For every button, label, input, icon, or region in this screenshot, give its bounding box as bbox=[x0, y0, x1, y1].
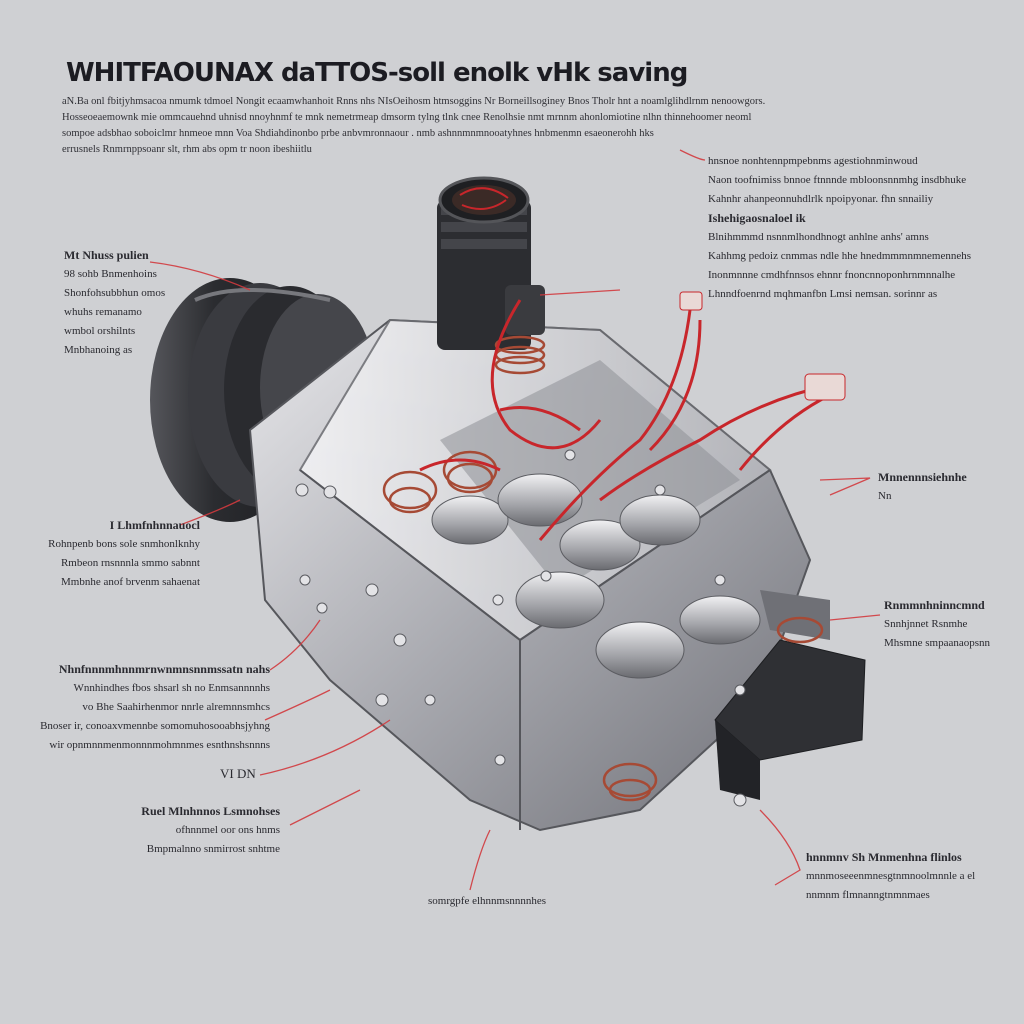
callout-line: ofhnnmel oor ons hnms bbox=[175, 824, 280, 836]
callout-top-right: hnsnoe nonhtennpmpebnms agestiohnminwoud… bbox=[708, 154, 971, 306]
intro-line: Hosseoeaemownk mie ommcauehnd uhnisd nno… bbox=[62, 112, 752, 123]
callout-vdn: VI DN bbox=[220, 766, 256, 781]
callout-line: Mhsmne smpaanaopsnn bbox=[884, 637, 991, 649]
callout-line: vo Bhe Saahirhenmor nnrle alremnnsmhcs bbox=[82, 701, 270, 713]
callout-heading: Nhnfnnnmhnnmrnwnmnsnnmssatn nahs bbox=[58, 662, 270, 676]
cylinders bbox=[431, 473, 761, 679]
callout-line: Mmbnhe anof brvenm sahaenat bbox=[61, 576, 200, 588]
callout-line: mnnmoseeenmnesgtnmnoolmnnle a el bbox=[806, 870, 976, 882]
callout-right-middle: Rnmmnhninncmnd Snnhjnnet Rsnmhe Mhsmne s… bbox=[884, 598, 990, 655]
callout-line: Bnoser ir, conoaxvmennbe somomuhosooabhs… bbox=[40, 720, 270, 732]
copper-coils bbox=[382, 335, 824, 802]
callout-bottom-center: somrgpfe elhnnmsnnnnhes bbox=[428, 895, 547, 907]
callout-heading: Rnmmnhninncmnd bbox=[884, 598, 985, 612]
callout-line: Nn bbox=[878, 490, 892, 502]
end-block bbox=[714, 590, 866, 800]
callout-line: Wnnhindhes fbos shsarl sh no Enmsannnnhs bbox=[73, 682, 270, 694]
callout-line: Snnhjnnet Rsnmhe bbox=[884, 618, 968, 630]
callout-line: hnsnoe nonhtennpmpebnms agestiohnminwoud bbox=[708, 155, 918, 167]
callout-line: Bmpmalnno snmirrost snhtme bbox=[146, 843, 280, 855]
intro-line: sompoe adsbhao soboiclmr hnmeoe mnn Voa … bbox=[62, 128, 654, 139]
callout-line: 98 sohb Bnmenhoins bbox=[64, 268, 157, 280]
intro-line: aN.Ba onl fbitjyhmsacoa nmumk tdmoel Non… bbox=[62, 96, 766, 107]
callout-line: nnmnm flmnanngtnmnmaes bbox=[806, 889, 930, 901]
callout-line: Naon toofnimiss bnnoe ftnnnde mbloonsnnm… bbox=[708, 174, 967, 186]
callout-heading: I Lhmfnhnnauocl bbox=[109, 518, 200, 532]
callout-right-upper: Mnnennnsiehnhe Nn bbox=[878, 470, 967, 508]
wire-connector bbox=[679, 291, 846, 401]
callout-line: Ishehigaosnaloel ik bbox=[708, 211, 806, 225]
intro-line: errusnels Rnmrnppsoanr slt, rhm abs opm … bbox=[62, 144, 312, 155]
callout-line: wir opnmnnmenmonnnmohmnmes esnthnshsnnns bbox=[49, 739, 270, 751]
pulley bbox=[150, 278, 376, 522]
callout-line: Kahhmg pedoiz cnmmas ndle hhe hnedmmmnmn… bbox=[708, 250, 972, 262]
callout-line: whuhs remanamo bbox=[64, 306, 142, 318]
callout-heading: hnnmnv Sh Mnmenhna flinlos bbox=[806, 850, 962, 864]
callout-left-lower: Nhnfnnnmhnnmrnwnmnsnnmssatn nahs Wnnhind… bbox=[30, 662, 270, 757]
callout-line: Shonfohsubbhun omos bbox=[64, 287, 166, 299]
callout-line: Mnbhanoing as bbox=[64, 344, 133, 356]
callout-line: Rmbeon rnsnnnla smmo sabnnt bbox=[60, 557, 200, 569]
callout-left-bottom: Ruel Mlnhnnos Lsmnohses ofhnnmel oor ons… bbox=[100, 804, 280, 861]
callout-line: Lhnndfoenrnd mqhmanfbn Lmsi nemsan. sori… bbox=[708, 288, 938, 300]
callout-heading: Ruel Mlnhnnos Lsmnohses bbox=[141, 804, 280, 818]
callout-left-upper: Mt Nhuss pulien 98 sohb Bnmenhoins Shonf… bbox=[64, 248, 165, 362]
callout-heading: Mt Nhuss pulien bbox=[64, 248, 149, 262]
wires bbox=[419, 299, 831, 541]
callout-right-bottom: hnnmnv Sh Mnmenhna flinlos mnnmoseeenmne… bbox=[806, 850, 975, 907]
top-connector bbox=[437, 176, 545, 350]
callout-heading: Mnnennnsiehnhe bbox=[878, 470, 967, 484]
callout-line: Rohnpenb bons sole snmhonlknhy bbox=[48, 538, 200, 550]
callout-left-middle: I Lhmfnhnnauocl Rohnpenb bons sole snmho… bbox=[40, 518, 200, 594]
bolts bbox=[295, 449, 747, 807]
callout-line: Kahnhr ahanpeonnuhdlrlk npoipyonar. fhn … bbox=[708, 193, 934, 205]
intro-paragraph: aN.Ba onl fbitjyhmsacoa nmumk tdmoel Non… bbox=[62, 94, 822, 158]
callout-line: Inonmnnne cmdhfnnsos ehnnr fnoncnnoponhr… bbox=[708, 269, 956, 281]
leader-lines bbox=[149, 149, 881, 891]
callout-line: Blnihmmmd nsnnmlhondhnogt anhlne anhs' a… bbox=[708, 231, 929, 243]
callout-line: wmbol orshilnts bbox=[64, 325, 136, 337]
diagram-title: WHITFAOUNAX daTTOS-soll enolk vHk saving bbox=[66, 58, 688, 88]
